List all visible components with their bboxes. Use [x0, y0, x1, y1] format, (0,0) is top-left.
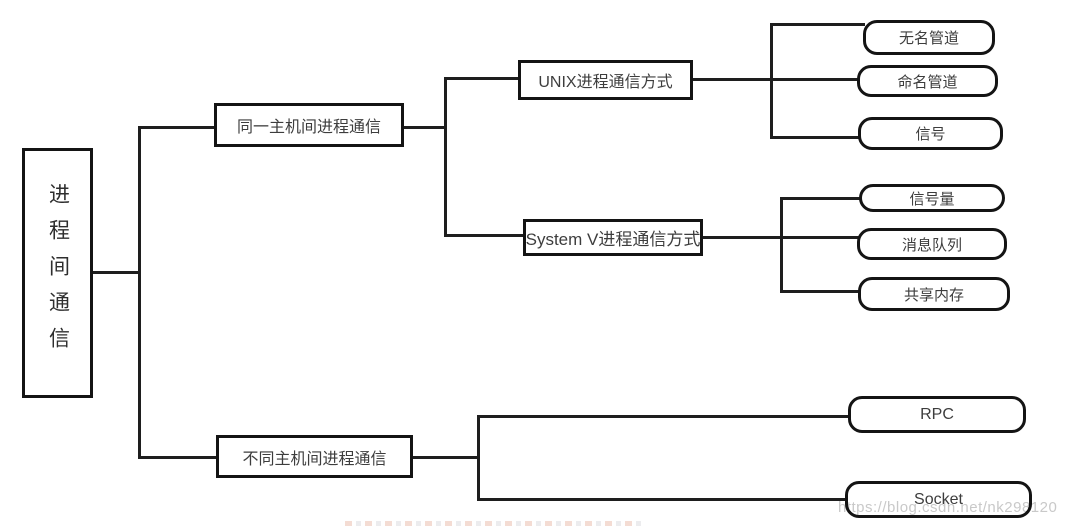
connector-same-host-vertical: [444, 77, 447, 237]
leaf-signal: 信号: [858, 117, 1003, 150]
leaf-named-pipe: 命名管道: [857, 65, 998, 97]
leaf-message-queue: 消息队列: [857, 228, 1007, 260]
leaf-shared-memory: 共享内存: [858, 277, 1010, 311]
node-systemv-ipc-methods: System V进程通信方式: [523, 219, 703, 256]
node-unix-ipc-methods: UNIX进程通信方式: [518, 60, 693, 100]
connector-unix-leaves-vertical: [770, 23, 773, 139]
leaf-semaphore: 信号量: [859, 184, 1005, 212]
connector-to-same-host: [138, 126, 216, 129]
node-different-host-ipc: 不同主机间进程通信: [216, 435, 413, 478]
connector-to-diff-host: [138, 456, 218, 459]
connector-diff-host-vertical: [477, 415, 480, 501]
connector-sysv-leaves-vertical: [780, 197, 783, 293]
node-ipc-root: 进程间通信: [22, 148, 93, 398]
connector-to-unnamed-pipe: [770, 23, 865, 26]
connector-to-sysv: [444, 234, 525, 237]
connector-to-semaphore: [780, 197, 861, 200]
node-same-host-ipc: 同一主机间进程通信: [214, 103, 404, 147]
csdn-watermark: https://blog.csdn.net/nk298120: [838, 499, 1058, 516]
connector-to-unix: [444, 77, 520, 80]
leaf-unnamed-pipe: 无名管道: [863, 20, 995, 55]
leaf-rpc: RPC: [848, 396, 1026, 433]
connector-same-host-out: [404, 126, 447, 129]
cropped-caption-remnant: [345, 521, 645, 526]
connector-to-socket: [477, 498, 847, 501]
connector-to-shared-memory: [780, 290, 860, 293]
connector-root-to-trunk: [93, 271, 141, 274]
leaf-socket: Socket: [845, 481, 1032, 518]
connector-to-rpc: [477, 415, 850, 418]
connector-to-signal: [770, 136, 860, 139]
connector-diff-host-out: [411, 456, 479, 459]
connector-trunk-vertical: [138, 126, 141, 459]
connector-unix-to-named-pipe: [691, 78, 859, 81]
